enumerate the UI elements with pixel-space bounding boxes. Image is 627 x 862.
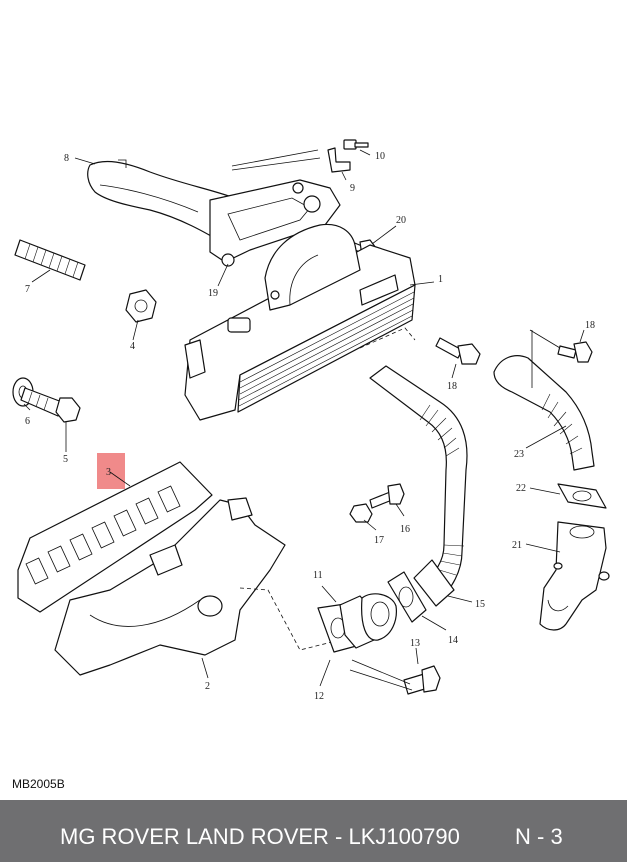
callout-12: 12 <box>314 691 324 702</box>
cooler-body-part-1 <box>184 223 416 421</box>
callout-6: 6 <box>25 416 30 427</box>
callout-3: 3 <box>106 467 111 478</box>
gasket-part-3 <box>17 461 213 613</box>
footer-page-number: N - 3 <box>515 824 563 849</box>
intake-elbow-part-8 <box>87 159 341 267</box>
callout-10: 10 <box>375 151 385 162</box>
bolt-part-18-right <box>557 341 593 363</box>
callout-1: 1 <box>438 274 443 285</box>
nut-part-17 <box>349 503 373 523</box>
footer-bar: MG ROVER LAND ROVER - LKJ100790 N - 3 <box>0 800 627 862</box>
exhaust-manifold-part-2 <box>54 497 286 676</box>
footer-title: MG ROVER LAND ROVER - LKJ100790 <box>60 824 460 849</box>
gasket-part-14 <box>387 571 427 623</box>
bolt-part-10 <box>343 139 369 150</box>
callout-23: 23 <box>514 449 524 460</box>
callout-15: 15 <box>475 599 485 610</box>
callout-16: 16 <box>400 524 410 535</box>
bolt-part-13 <box>403 665 441 695</box>
highlight-box-part-3 <box>97 453 125 489</box>
callout-11: 11 <box>313 570 323 581</box>
callout-4: 4 <box>130 341 135 352</box>
gasket-part-22 <box>557 483 607 509</box>
egr-pipe-part-21 <box>539 521 610 631</box>
exploded-parts-diagram: 8 10 9 20 1 19 7 4 6 5 3 2 11 12 13 14 1… <box>12 139 610 702</box>
callout-17: 17 <box>374 535 384 546</box>
callout-2: 2 <box>205 681 210 692</box>
egr-pipe-part-23 <box>493 355 595 471</box>
callout-5: 5 <box>63 454 68 465</box>
callout-18-left: 18 <box>447 381 457 392</box>
callout-8: 8 <box>64 153 69 164</box>
bracket-part-9 <box>327 147 351 173</box>
egr-pipe-part-15 <box>369 365 468 607</box>
dashed-leader-2 <box>239 587 341 651</box>
bolt-part-18-left <box>435 337 481 365</box>
egr-valve-part-11 <box>339 593 397 649</box>
callout-7: 7 <box>25 284 30 295</box>
bolt-part-5 <box>20 387 81 423</box>
callout-18-right: 18 <box>585 320 595 331</box>
callout-20: 20 <box>396 215 406 226</box>
callout-21: 21 <box>512 540 522 551</box>
diagram-code: MB2005B <box>12 777 65 791</box>
bolt-part-16 <box>369 483 405 509</box>
callout-22: 22 <box>516 483 526 494</box>
callout-19: 19 <box>208 288 218 299</box>
callout-14: 14 <box>448 635 458 646</box>
callout-9: 9 <box>350 183 355 194</box>
callout-13: 13 <box>410 638 420 649</box>
callout-labels: 8 10 9 20 1 19 7 4 6 5 3 2 11 12 13 14 1… <box>25 151 595 702</box>
nut-part-4 <box>125 289 157 323</box>
stud-part-7 <box>14 239 86 281</box>
leader-lines <box>23 149 585 691</box>
